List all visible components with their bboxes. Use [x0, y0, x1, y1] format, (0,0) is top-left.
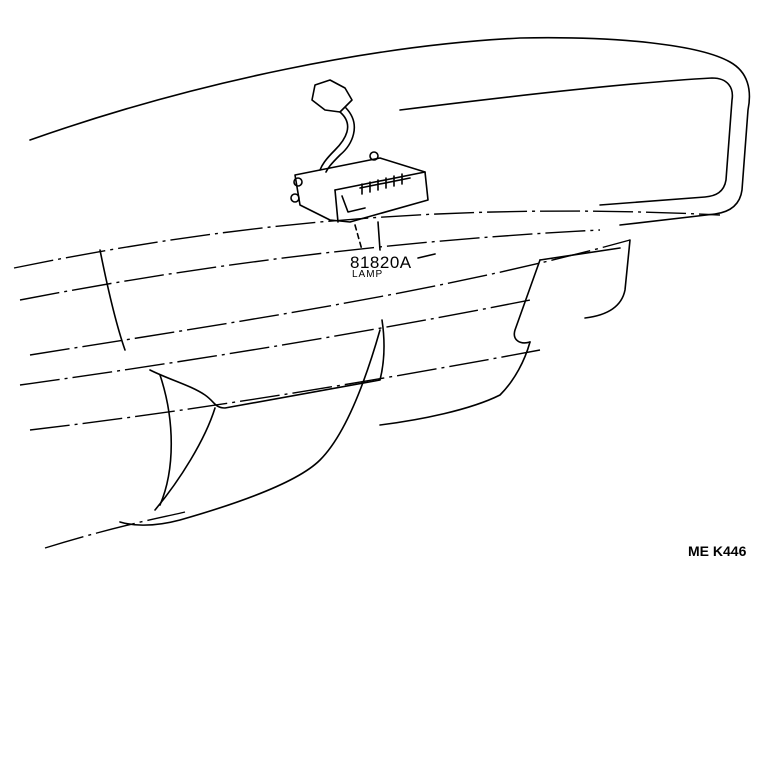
callout-part-number: 81820A: [350, 253, 412, 272]
lamp-assembly: [290, 79, 436, 259]
dashboard-outline: [13, 36, 751, 549]
callout-part-name: LAMP: [352, 269, 384, 280]
illustration-code: ME K446: [688, 543, 747, 559]
